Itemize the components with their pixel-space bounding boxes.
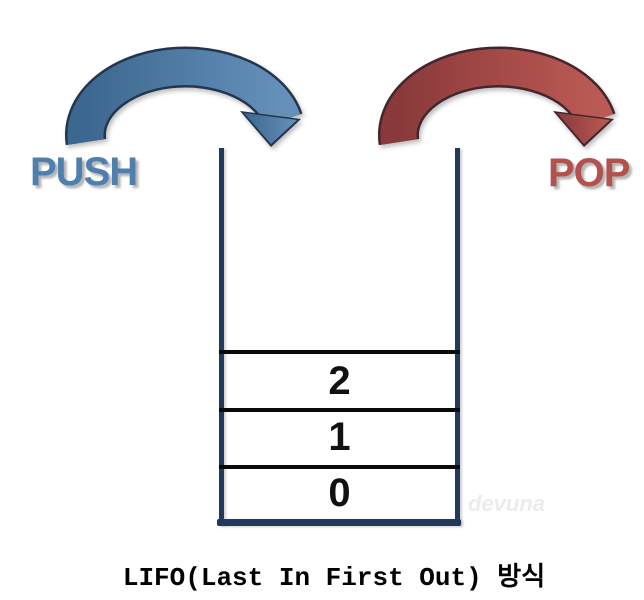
push-label: PUSH xyxy=(30,150,138,194)
pop-arrowhead xyxy=(557,113,610,144)
stack-cell-middle: 1 xyxy=(328,414,351,459)
stack-divider xyxy=(219,350,460,354)
pop-arrow-band xyxy=(380,49,614,145)
stack-divider xyxy=(219,465,460,469)
push-arrow-icon xyxy=(65,46,303,147)
pop-arrow-icon xyxy=(378,46,616,147)
watermark: devuna xyxy=(468,491,546,516)
push-arrow-band xyxy=(67,49,301,145)
stack-cell-top: 2 xyxy=(328,358,351,403)
stack-bottom-wall xyxy=(217,519,461,526)
stack-right-wall xyxy=(455,148,460,525)
stack-left-wall xyxy=(219,148,224,525)
diagram-caption: LIFO(Last In First Out) 방식 xyxy=(122,563,546,593)
pop-label: POP xyxy=(548,151,630,195)
stack-cell-bottom: 0 xyxy=(328,470,351,515)
push-arrowhead xyxy=(244,113,297,144)
stack-divider xyxy=(219,408,460,412)
